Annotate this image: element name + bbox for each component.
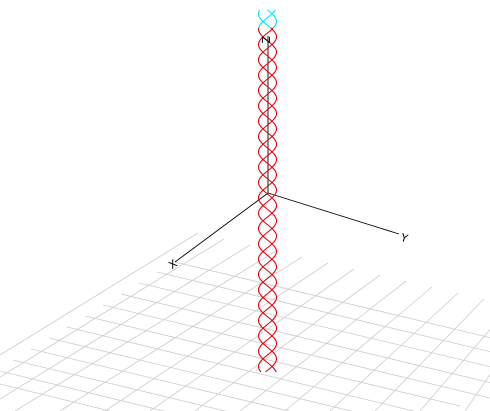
helix-strand [257, 27, 278, 373]
helix-strand-tip [257, 9, 274, 31]
y-axis-line [267, 192, 400, 235]
x-axis-line [174, 192, 269, 263]
y-axis-label: Y [398, 231, 409, 246]
coordinate-axes [174, 36, 400, 263]
z-axis-label: Z [259, 36, 272, 44]
helix-strand [257, 27, 278, 373]
helix-spring [257, 9, 278, 373]
helix-strand [257, 27, 278, 373]
helix-strand-tip [257, 9, 276, 31]
helix-strand-tip [267, 9, 278, 31]
ground-grid [0, 232, 490, 411]
